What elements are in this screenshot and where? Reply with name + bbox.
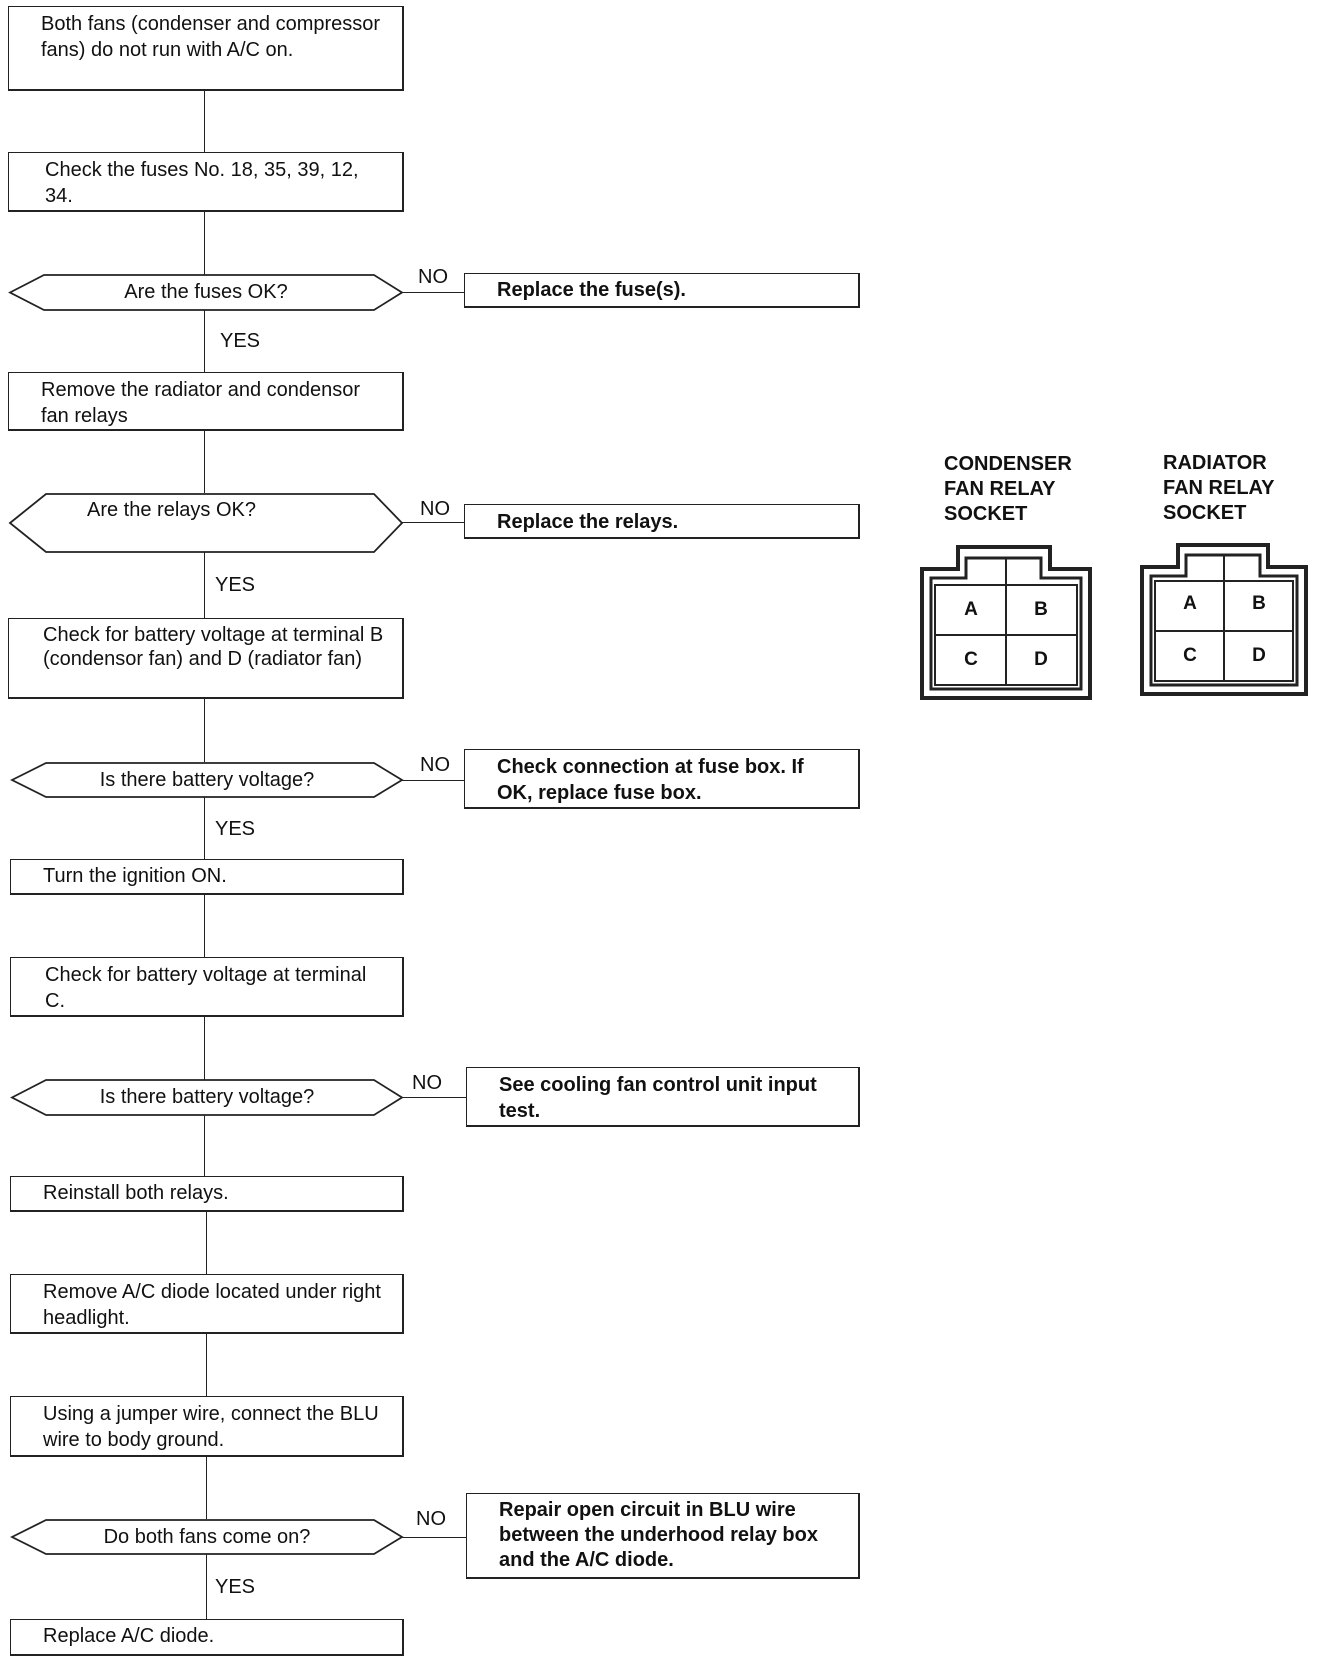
- decision-text: Do both fans come on?: [103, 1525, 311, 1548]
- step-ignition-on: Turn the ignition ON.: [10, 859, 404, 895]
- terminal-d: D: [1034, 649, 1048, 670]
- decision-fans-come-on: Do both fans come on?: [10, 1519, 404, 1555]
- action-repair-blu-wire: Repair open circuit in BLU wire between …: [466, 1493, 860, 1579]
- condenser-socket-title: CONDENSER FAN RELAY SOCKET: [944, 453, 1072, 525]
- no-branch-line: [400, 1097, 466, 1098]
- terminal-c: C: [964, 649, 978, 670]
- step-jumper-wire: Using a jumper wire, connect the BLU wir…: [10, 1396, 404, 1457]
- flow-line: [204, 797, 205, 859]
- no-branch-line: [400, 780, 464, 781]
- no-label: NO: [420, 498, 450, 520]
- decision-text: Is there battery voltage?: [99, 768, 315, 791]
- flow-line: [204, 430, 205, 493]
- yes-label: YES: [220, 330, 261, 352]
- step-fans-do-not-run: Both fans (condenser and compressor fans…: [8, 6, 404, 91]
- decision-text: Is there battery voltage?: [99, 1086, 315, 1108]
- flow-line: [206, 1334, 207, 1396]
- yes-label: YES: [215, 1576, 256, 1598]
- decision-relays-ok: Are the relays OK?: [8, 493, 404, 553]
- no-label: NO: [420, 754, 450, 776]
- decision-battery-voltage-1: Is there battery voltage?: [10, 762, 404, 798]
- no-branch-line: [400, 522, 464, 523]
- flow-line: [204, 1016, 205, 1080]
- flow-line: [204, 309, 205, 372]
- action-replace-fuses: Replace the fuse(s).: [464, 273, 860, 308]
- action-cooling-fan-test: See cooling fan control unit input test.: [466, 1067, 860, 1127]
- step-replace-diode: Replace A/C diode.: [10, 1619, 404, 1656]
- decision-fuses-ok: Are the fuses OK?: [8, 274, 404, 311]
- no-label: NO: [418, 266, 448, 288]
- terminal-b: B: [1034, 599, 1048, 620]
- yes-label: YES: [215, 574, 256, 596]
- action-replace-relays: Replace the relays.: [464, 504, 860, 539]
- flow-line: [204, 894, 205, 957]
- terminal-c: C: [1183, 645, 1197, 666]
- step-check-voltage-c: Check for battery voltage at terminal C.: [10, 957, 404, 1017]
- no-label: NO: [412, 1072, 442, 1094]
- flow-line: [204, 1114, 205, 1176]
- no-branch-line: [400, 292, 464, 293]
- flow-line: [204, 90, 205, 152]
- radiator-relay-socket: A B C D: [1140, 543, 1308, 696]
- radiator-socket-title: RADIATOR FAN RELAY SOCKET: [1163, 452, 1275, 524]
- yes-label: YES: [215, 818, 256, 840]
- step-remove-relays: Remove the radiator and condensor fan re…: [8, 372, 404, 431]
- flow-line: [204, 211, 205, 275]
- decision-battery-voltage-2: Is there battery voltage?: [10, 1079, 404, 1116]
- no-branch-line: [400, 1537, 466, 1538]
- flow-line: [206, 1211, 207, 1274]
- terminal-b: B: [1252, 593, 1266, 614]
- decision-text: Are the fuses OK?: [124, 281, 288, 303]
- step-check-voltage-b-d: Check for battery voltage at terminal B …: [8, 618, 404, 699]
- step-reinstall-relays: Reinstall both relays.: [10, 1176, 404, 1212]
- terminal-a: A: [964, 599, 978, 620]
- terminal-d: D: [1252, 645, 1266, 666]
- decision-text: Are the relays OK?: [87, 499, 256, 521]
- step-remove-diode: Remove A/C diode located under right hea…: [10, 1274, 404, 1334]
- flow-line: [204, 552, 205, 618]
- step-check-fuses: Check the fuses No. 18, 35, 39, 12, 34.: [8, 152, 404, 212]
- flow-line: [206, 1456, 207, 1519]
- no-label: NO: [416, 1508, 446, 1530]
- action-check-fuse-box: Check connection at fuse box. If OK, rep…: [464, 749, 860, 809]
- terminal-a: A: [1183, 593, 1197, 614]
- flow-line: [204, 698, 205, 762]
- condenser-relay-socket: A B C D: [920, 545, 1092, 700]
- flow-line: [206, 1554, 207, 1620]
